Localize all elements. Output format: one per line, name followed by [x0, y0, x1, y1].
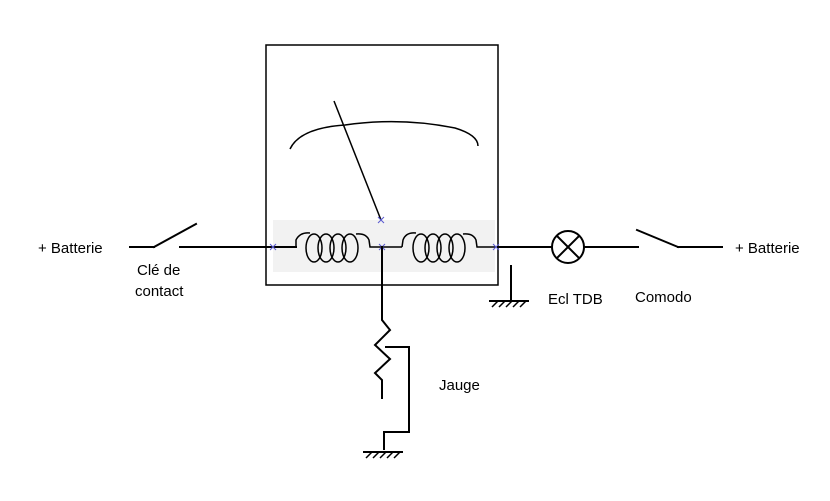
label-battery-left: + Batterie: [38, 240, 103, 257]
coil-left: [295, 232, 402, 263]
gauge-sender-resistor: [373, 311, 392, 399]
label-stalk-switch: Comodo: [635, 289, 692, 306]
coil-right: [401, 232, 496, 263]
label-ignition-switch-1: Clé de: [137, 262, 180, 279]
label-dashboard-lamp: Ecl TDB: [548, 291, 603, 308]
gauge-dial-arc: [289, 120, 479, 150]
label-gauge-sender: Jauge: [439, 377, 480, 394]
coil-panel: [273, 220, 495, 272]
label-ignition-switch-2: contact: [135, 283, 184, 300]
gauge-sender-wiper: [383, 346, 410, 450]
ground-meter-icon: [489, 300, 529, 308]
dashboard-lamp-icon: [551, 230, 585, 264]
stalk-switch-blade: [635, 228, 680, 249]
ground-sender-icon: [363, 451, 403, 459]
ignition-switch-blade: [152, 222, 198, 249]
label-battery-right: + Batterie: [735, 240, 800, 257]
gauge-needle: [333, 100, 382, 221]
